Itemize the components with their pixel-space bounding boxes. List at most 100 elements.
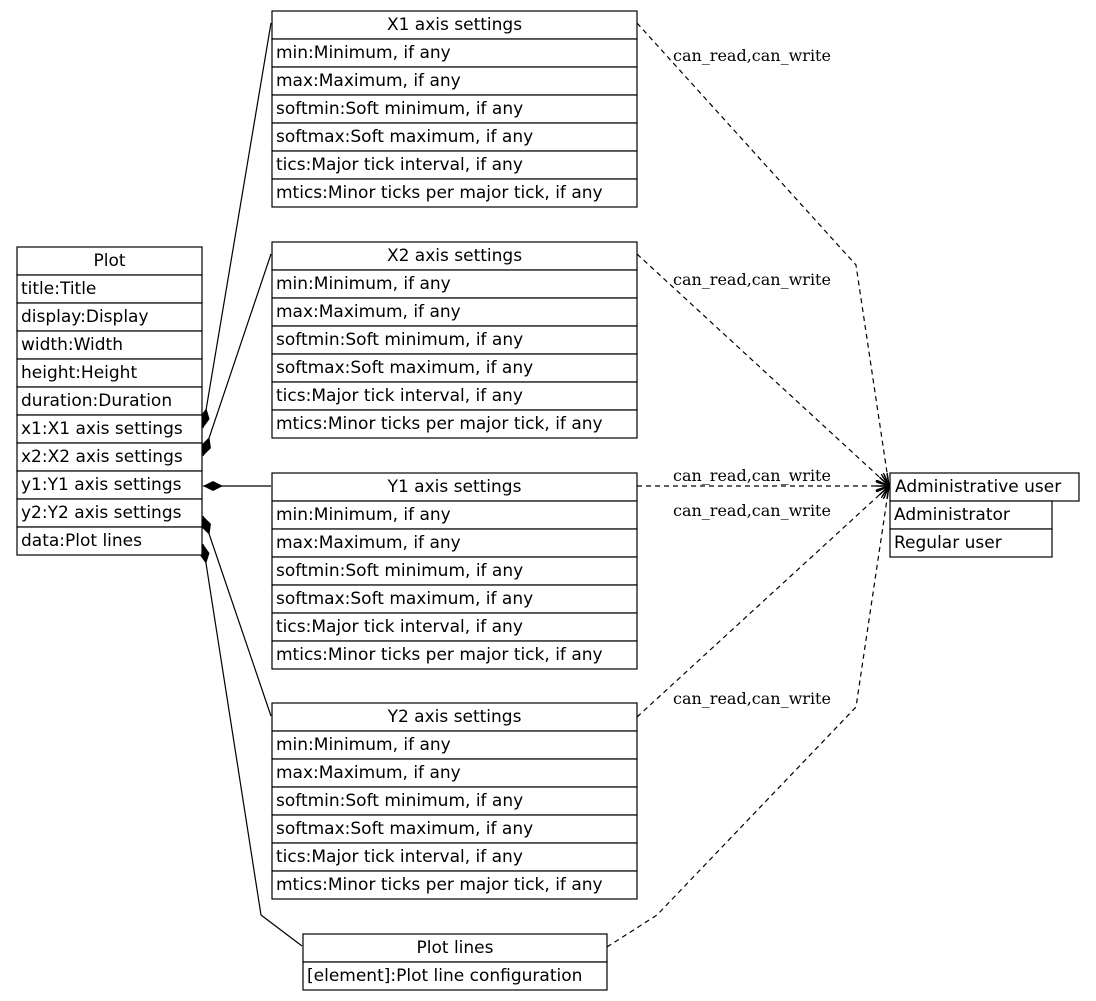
table-y2-row-cell — [271, 814, 638, 844]
table-x2-row: mtics:Minor ticks per major tick, if any — [276, 414, 603, 434]
table-plot-row: height:Height — [21, 363, 137, 383]
edge-plot-plotlines — [199, 543, 303, 947]
table-plot-row-cell — [16, 358, 203, 388]
table-plot-row-cell — [16, 498, 203, 528]
table-x1-row: max:Maximum, if any — [276, 71, 461, 91]
table-y1-row-cell — [271, 556, 638, 586]
table-y2-row-cell — [271, 870, 638, 900]
table-admin: Administrative userAdministratorRegular … — [889, 472, 1080, 558]
table-x1: X1 axis settings min:Minimum, if any max:M… — [271, 10, 638, 208]
table-x1-row-cell — [271, 38, 638, 68]
table-plot-row: y2:Y2 axis settings — [21, 503, 182, 523]
table-y2-header-cell — [271, 702, 638, 732]
table-plot-row: data:Plot lines — [21, 531, 142, 551]
edge-label-x2: can_read,can_write — [673, 270, 831, 289]
tables-layer: Plot title:Title display:Display width:Widt… — [16, 10, 1080, 991]
table-plotlines-header: Plot lines — [417, 938, 494, 958]
table-y2-row-cell — [271, 730, 638, 760]
table-x2-header: X2 axis settings — [387, 246, 522, 266]
table-x2-row-cell — [271, 297, 638, 327]
table-y1-row: softmin:Soft minimum, if any — [276, 561, 523, 581]
table-plot-row-cell — [16, 330, 203, 360]
table-y2: Y2 axis settings min:Minimum, if any max:M… — [271, 702, 638, 900]
table-y2-row: softmax:Soft maximum, if any — [276, 819, 533, 839]
table-y1-row: mtics:Minor ticks per major tick, if any — [276, 645, 603, 665]
composition-edges — [199, 22, 303, 947]
edge-plot-y2 — [201, 515, 272, 717]
table-admin-header: Administrative user — [895, 477, 1061, 497]
table-x2-row: softmin:Soft minimum, if any — [276, 330, 523, 350]
table-x1-row: min:Minimum, if any — [276, 43, 451, 63]
table-plot-header-cell — [16, 246, 203, 276]
table-x2-row: softmax:Soft maximum, if any — [276, 358, 533, 378]
table-x2-row: tics:Major tick interval, if any — [276, 386, 523, 406]
table-x1-row-cell — [271, 122, 638, 152]
edge-label-y1: can_read,can_write — [673, 466, 831, 485]
table-plot-row: width:Width — [21, 335, 123, 355]
table-x2-row: min:Minimum, if any — [276, 274, 451, 294]
table-x1-row: softmin:Soft minimum, if any — [276, 99, 523, 119]
table-x1-row-cell — [271, 150, 638, 180]
dependency-edges — [606, 22, 889, 948]
table-x1-row: softmax:Soft maximum, if any — [276, 127, 533, 147]
table-plot-header: Plot — [93, 251, 125, 271]
edge-label-plotlines: can_read,can_write — [673, 689, 831, 708]
edge-labels: can_read,can_write can_read,can_write ca… — [673, 46, 831, 708]
table-y1-header: Y1 axis settings — [387, 477, 522, 497]
table-x1-header-cell — [271, 10, 638, 40]
table-y2-row: softmin:Soft minimum, if any — [276, 791, 523, 811]
edge-plot-x1 — [199, 22, 272, 429]
table-x2-row-cell — [271, 353, 638, 383]
table-x2-row-cell — [271, 325, 638, 355]
table-y2-row-cell — [271, 786, 638, 816]
table-plot-row: x2:X2 axis settings — [21, 447, 183, 467]
table-admin-row: Regular user — [894, 533, 1002, 553]
table-plot-row: title:Title — [21, 279, 96, 299]
table-plot-row-cell — [16, 274, 203, 304]
table-x2-row-cell — [271, 269, 638, 299]
table-y2-row: max:Maximum, if any — [276, 763, 461, 783]
table-x2-row-cell — [271, 409, 638, 439]
table-plot-row: y1:Y1 axis settings — [21, 475, 182, 495]
table-admin-row-cell — [889, 528, 1053, 558]
table-plotlines-row-cell — [302, 961, 608, 991]
table-y1-row-cell — [271, 528, 638, 558]
edge-label-y2: can_read,can_write — [673, 501, 831, 520]
table-y1-row: softmax:Soft maximum, if any — [276, 589, 533, 609]
table-y2-row: tics:Major tick interval, if any — [276, 847, 523, 867]
table-x2-row-cell — [271, 381, 638, 411]
table-admin-header-cell — [889, 472, 1080, 502]
table-y1-row-cell — [271, 640, 638, 670]
table-x1-row-cell — [271, 178, 638, 208]
edge-y2-admin — [636, 486, 889, 718]
table-y2-row: min:Minimum, if any — [276, 735, 451, 755]
table-y2-row-cell — [271, 758, 638, 788]
edge-label-x1: can_read,can_write — [673, 46, 831, 65]
table-plot-row-cell — [16, 526, 203, 556]
table-y1-row: tics:Major tick interval, if any — [276, 617, 523, 637]
table-plotlines-row: [element]:Plot line configuration — [307, 966, 582, 986]
table-y2-header: Y2 axis settings — [387, 707, 522, 727]
table-plot: Plot title:Title display:Display width:Widt… — [16, 246, 203, 556]
table-plot-row-cell — [16, 386, 203, 416]
edge-x2-admin — [636, 253, 889, 486]
table-x1-header: X1 axis settings — [387, 15, 522, 35]
edge-plot-x2 — [201, 253, 272, 457]
table-admin-row: Administrator — [894, 505, 1010, 525]
table-x1-row: mtics:Minor ticks per major tick, if any — [276, 183, 603, 203]
table-plot-row: x1:X1 axis settings — [21, 419, 183, 439]
table-x1-row-cell — [271, 94, 638, 124]
table-x2-header-cell — [271, 241, 638, 271]
table-x1-row-cell — [271, 66, 638, 96]
table-plot-row: display:Display — [21, 307, 149, 327]
table-y2-row: mtics:Minor ticks per major tick, if any — [276, 875, 603, 895]
table-y1-row-cell — [271, 584, 638, 614]
table-plot-row-cell — [16, 302, 203, 332]
table-plot-row: duration:Duration — [21, 391, 172, 411]
table-plotlines: Plot lines [element]:Plot line configurat… — [302, 933, 608, 991]
table-y1-header-cell — [271, 472, 638, 502]
table-plotlines-header-cell — [302, 933, 608, 963]
